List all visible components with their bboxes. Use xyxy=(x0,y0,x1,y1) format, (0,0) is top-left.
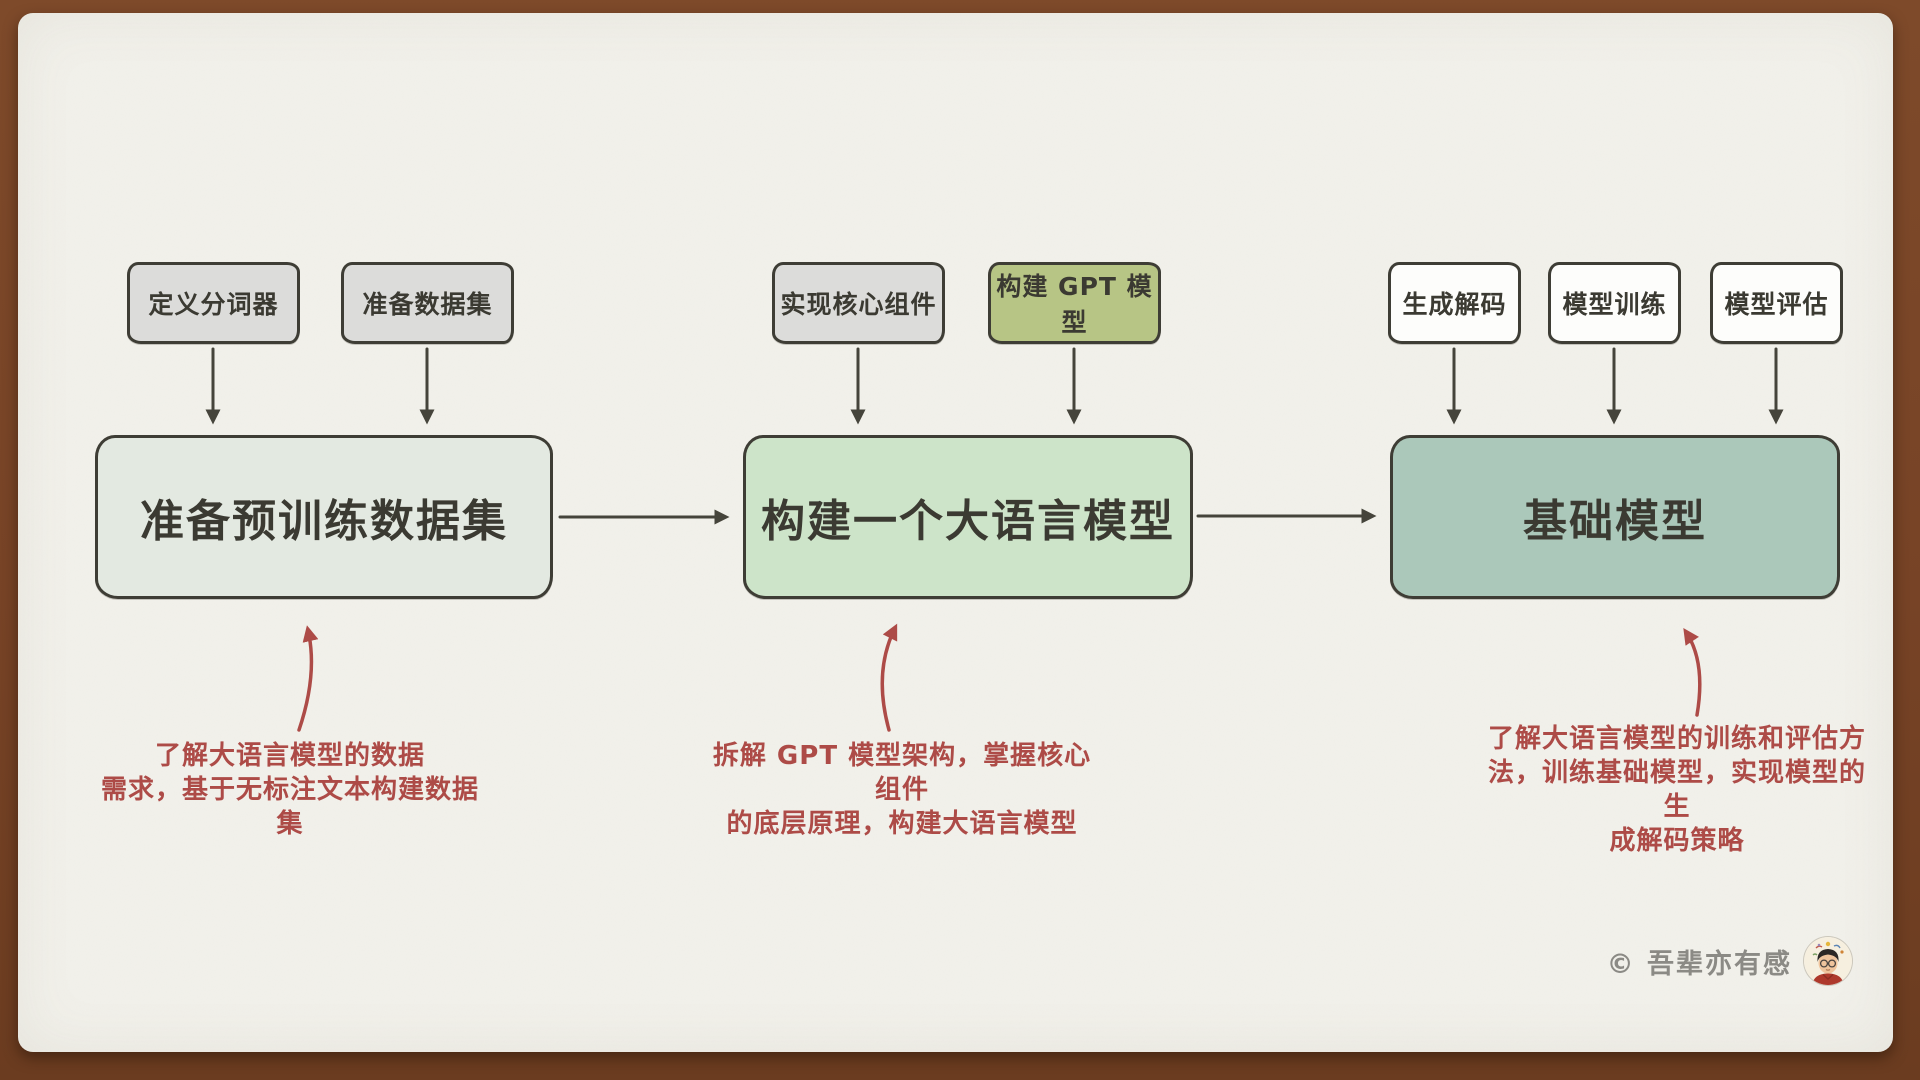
stage-prepare-pretrain-data: 准备预训练数据集 xyxy=(95,435,553,599)
node-core-components: 实现核心组件 xyxy=(772,262,945,344)
note-line: 成解码策略 xyxy=(1609,826,1745,856)
node-define-tokenizer: 定义分词器 xyxy=(127,262,300,344)
note-stage3: 了解大语言模型的训练和评估方 法，训练基础模型，实现模型的生 成解码策略 xyxy=(1477,722,1877,858)
node-label: 生成解码 xyxy=(1402,290,1507,319)
node-label: 准备数据集 xyxy=(362,290,493,319)
stage-title: 准备预训练数据集 xyxy=(140,496,508,547)
node-generate-decode: 生成解码 xyxy=(1388,262,1521,344)
node-label: 构建 GPT 模型 xyxy=(996,272,1153,337)
note-line: 的底层原理，构建大语言模型 xyxy=(726,809,1078,839)
node-label: 模型评估 xyxy=(1724,290,1829,319)
note-line: 了解大语言模型的数据 xyxy=(154,741,425,771)
note-stage1: 了解大语言模型的数据 需求，基于无标注文本构建数据集 xyxy=(90,739,490,841)
footer-credit: © 吾辈亦有感 xyxy=(1600,936,1852,986)
author-avatar-icon xyxy=(1804,937,1852,985)
node-model-evaluation: 模型评估 xyxy=(1710,262,1843,344)
stage-foundation-model: 基础模型 xyxy=(1390,435,1840,599)
node-build-gpt-model: 构建 GPT 模型 xyxy=(988,262,1161,344)
note-line: 需求，基于无标注文本构建数据集 xyxy=(100,775,479,839)
note-line: 了解大语言模型的训练和评估方 xyxy=(1487,724,1866,754)
node-label: 定义分词器 xyxy=(148,290,279,319)
node-prepare-dataset: 准备数据集 xyxy=(341,262,514,344)
node-model-training: 模型训练 xyxy=(1548,262,1681,344)
note-line: 拆解 GPT 模型架构，掌握核心组件 xyxy=(712,741,1092,805)
stage-build-llm: 构建一个大语言模型 xyxy=(743,435,1193,599)
stage-title: 构建一个大语言模型 xyxy=(761,496,1175,547)
node-label: 实现核心组件 xyxy=(780,290,937,319)
credit-text: © 吾辈亦有感 xyxy=(1606,948,1792,980)
node-label: 模型训练 xyxy=(1562,290,1667,319)
stage-title: 基础模型 xyxy=(1523,496,1707,547)
note-stage2: 拆解 GPT 模型架构，掌握核心组件 的底层原理，构建大语言模型 xyxy=(702,739,1102,841)
note-line: 法，训练基础模型，实现模型的生 xyxy=(1487,758,1866,822)
